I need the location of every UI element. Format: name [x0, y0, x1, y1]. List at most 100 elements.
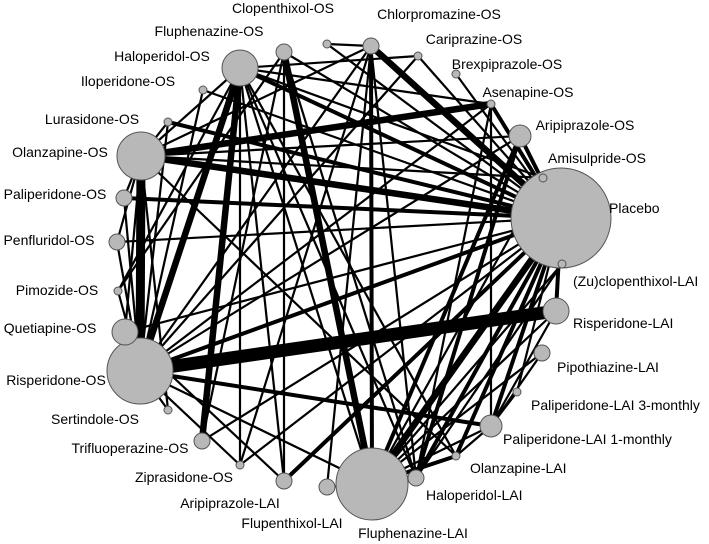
node-olz_lai: [451, 451, 461, 461]
node-risp_os: [106, 337, 174, 405]
node-fluph_os: [275, 43, 293, 61]
node-quet: [111, 318, 139, 346]
label-ilo: Iloperidone-OS: [81, 73, 175, 89]
label-risp_lai: Risperidone-LAI: [573, 315, 673, 331]
edge-halo_os-pimo: [117, 67, 241, 292]
node-trif: [193, 432, 211, 450]
edge-halo_lai-asen: [414, 103, 493, 479]
edge-chlor-zip: [238, 45, 373, 466]
edge-placebo-ari_lai: [282, 216, 563, 483]
edge-halo_lai-aripo: [414, 135, 522, 479]
edge-flu_lai-risp_os: [139, 370, 373, 485]
label-ari_lai: Aripiprazole-LAI: [180, 495, 280, 511]
edge-risp_os-asen: [139, 103, 492, 372]
edge-halo_os-cari: [239, 54, 419, 70]
edge-chlor-risp_os: [139, 45, 372, 372]
edge-halo_os-ari_lai: [238, 67, 286, 482]
node-asen: [486, 99, 496, 109]
label-pipo: Pipothiazine-LAI: [557, 359, 659, 375]
edge-placebo-zip: [239, 217, 562, 466]
label-halo_os: Haloperidol-OS: [114, 48, 210, 64]
label-aripo: Aripiprazole-OS: [536, 117, 635, 133]
node-halo_lai: [407, 469, 425, 487]
node-penf: [108, 233, 126, 251]
node-pali3: [512, 387, 522, 397]
edge-fluph_os-flu_lai: [280, 51, 376, 485]
label-quet: Quetiapine-OS: [4, 320, 97, 336]
edge-placebo-trif: [201, 217, 562, 442]
label-pali_os: Paliperidone-OS: [4, 186, 107, 202]
label-chlor: Chlorpromazine-OS: [377, 6, 501, 22]
label-clop: Clopenthixol-OS: [232, 0, 334, 16]
label-amis: Amisulpride-OS: [548, 150, 646, 166]
edge-halo_os-trif: [198, 67, 244, 442]
label-olz_lai: Olanzapine-LAI: [470, 460, 567, 476]
node-olz_os: [116, 131, 166, 181]
edge-halo_os-flu_lai: [238, 67, 374, 485]
edge-halo_lai-zu: [415, 263, 563, 479]
edge-olz_os-asen: [140, 100, 492, 160]
node-layer: [106, 37, 612, 521]
edge-flu_lai-aripo: [370, 135, 522, 485]
edge-pali1-risp_lai: [490, 310, 557, 427]
label-zu: (Zu)clopenthixol-LAI: [573, 273, 698, 289]
edge-layer: [115, 42, 564, 489]
node-sert: [163, 405, 173, 415]
label-zip: Ziprasidone-OS: [135, 469, 233, 485]
label-olz_os: Olanzapine-OS: [12, 144, 108, 160]
label-placebo: Placebo: [609, 200, 660, 216]
node-pipo: [533, 344, 551, 362]
label-flu_lai: Fluphenazine-LAI: [358, 525, 468, 541]
node-lura: [163, 117, 173, 127]
edge-flu_lai-zu: [371, 263, 563, 485]
label-flupx_lai: Flupenthixol-LAI: [241, 515, 342, 531]
label-pali3: Paliperidone-LAI 3-monthly: [531, 397, 700, 413]
node-flu_lai: [335, 447, 409, 521]
node-zu: [557, 259, 567, 269]
edge-olz_os-quet: [123, 155, 143, 333]
label-risp_os: Risperidone-OS: [6, 372, 106, 388]
node-zip: [235, 460, 245, 470]
edge-risp_os-ilo: [138, 89, 205, 372]
label-brex: Brexpiprazole-OS: [452, 56, 563, 72]
label-pimo: Pimozide-OS: [16, 282, 98, 298]
edge-fluph_os-pimo: [117, 51, 285, 292]
node-risp_lai: [542, 297, 570, 325]
edge-risp_os-halo_os: [136, 66, 244, 373]
label-layer: Placebo (Zu)clopenthixol-LAI Risperidone-L…: [3, 0, 699, 541]
node-cari: [413, 51, 423, 61]
label-halo_lai: Haloperidol-LAI: [426, 487, 523, 503]
edge-halo_os-asen: [239, 66, 492, 106]
node-clop: [322, 39, 332, 49]
edge-flu_lai-risp_lai: [371, 310, 557, 485]
node-aripo: [508, 124, 532, 148]
node-brex: [451, 69, 461, 79]
edge-risp_os-pali1: [139, 369, 492, 428]
edge-chlor-flupx_lai: [325, 45, 373, 488]
node-pali_os: [115, 189, 133, 207]
node-flupx_lai: [318, 478, 336, 496]
node-chlor: [362, 37, 380, 55]
label-trif: Trifluoperazine-OS: [72, 440, 189, 456]
label-penf: Penfluridol-OS: [3, 232, 94, 248]
node-ari_lai: [275, 472, 293, 490]
node-pali1: [479, 414, 503, 438]
edge-olz_os-aripo: [140, 134, 521, 158]
node-amis: [538, 173, 548, 183]
edge-risp_os-aripo: [139, 135, 521, 372]
label-lura: Lurasidone-OS: [45, 111, 139, 127]
node-placebo: [510, 167, 612, 269]
label-sert: Sertindole-OS: [51, 411, 139, 427]
edge-risp_os-olz_os: [135, 155, 146, 372]
edge-chlor-olz_os: [140, 45, 372, 157]
node-ilo: [198, 85, 208, 95]
label-fluph_os: Fluphenazine-OS: [155, 23, 264, 39]
edge-chlor-halo_lai: [369, 45, 418, 479]
node-halo_os: [221, 49, 259, 87]
edge-fluph_os-trif: [200, 51, 286, 442]
label-pali1: Paliperidone-LAI 1-monthly: [503, 431, 672, 447]
label-cari: Cariprazine-OS: [426, 31, 522, 47]
label-asen: Asenapine-OS: [482, 84, 573, 100]
